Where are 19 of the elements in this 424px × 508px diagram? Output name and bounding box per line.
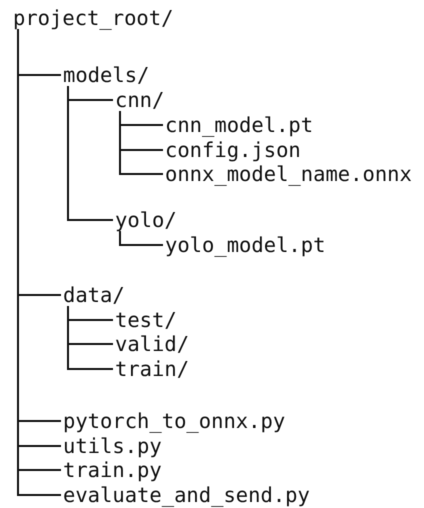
file-name: test/ xyxy=(115,309,177,331)
file-name: yolo/ xyxy=(115,209,177,231)
file-name: yolo_model.pt xyxy=(165,234,326,256)
file-name: config.json xyxy=(165,139,301,161)
file-name: valid/ xyxy=(115,333,190,355)
file-name: onnx_model_name.onnx xyxy=(165,163,412,185)
file-name: models/ xyxy=(63,64,150,86)
tree-connector xyxy=(67,86,113,221)
file-name: train/ xyxy=(115,358,190,380)
tree-connector xyxy=(67,306,113,370)
file-name: project_root/ xyxy=(13,7,174,29)
file-name: train.py xyxy=(63,459,162,481)
file-name: evaluate_and_send.py xyxy=(63,484,310,506)
file-name: data/ xyxy=(63,284,125,306)
file-name: pytorch_to_onnx.py xyxy=(63,410,286,432)
file-name: cnn/ xyxy=(115,89,164,111)
file-name: cnn_model.pt xyxy=(165,114,314,136)
tree-connector xyxy=(119,231,163,246)
file-name: utils.py xyxy=(63,435,162,457)
